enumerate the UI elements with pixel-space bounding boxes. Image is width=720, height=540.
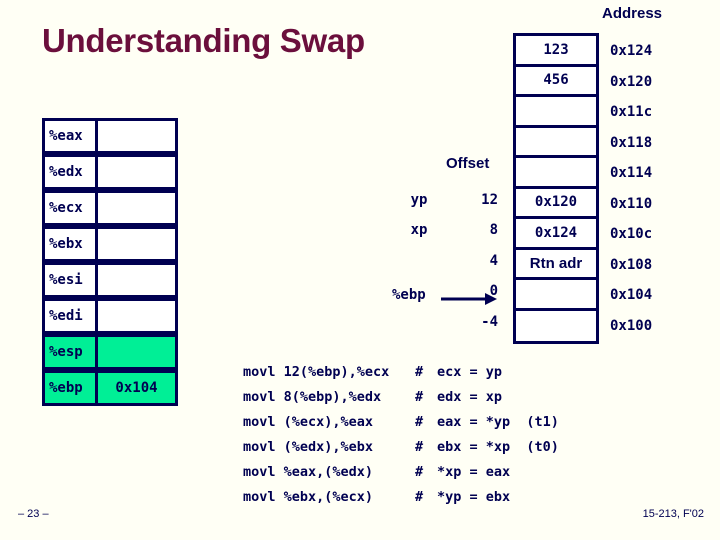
- memory-cell: [516, 158, 596, 189]
- ebp-arrow-icon: [441, 293, 497, 305]
- memory-address-label: 0x120: [610, 73, 653, 90]
- memory-address-label: 0x10c: [610, 226, 653, 243]
- register-name: %ebp: [42, 370, 98, 406]
- register-value: [95, 190, 178, 226]
- page-title: Understanding Swap: [42, 22, 365, 59]
- memory-cell: 0x124: [516, 219, 596, 250]
- code-comment-marker: #: [415, 389, 424, 405]
- register-value: [95, 298, 178, 334]
- register-row: %esi: [42, 262, 181, 298]
- memory-offset-label: 0: [489, 283, 498, 300]
- register-name: %ebx: [42, 226, 98, 262]
- code-line: movl 12(%ebp),%ecx # ecx = yp: [243, 360, 559, 385]
- code-comment-marker: #: [415, 364, 424, 380]
- address-column-header: Address: [602, 5, 663, 22]
- register-row: %edi: [42, 298, 181, 334]
- code-comment-marker: #: [415, 489, 424, 505]
- memory-address-label: 0x100: [610, 317, 653, 334]
- memory-address-label: 0x110: [610, 195, 653, 212]
- memory-address-label: 0x124: [610, 43, 653, 60]
- memory-address-label: 0x114: [610, 165, 653, 182]
- register-name: %edx: [42, 154, 98, 190]
- code-line: movl %ebx,(%ecx) # *yp = ebx: [243, 485, 559, 510]
- memory-offset-label: 4: [489, 252, 498, 269]
- register-name: %edi: [42, 298, 98, 334]
- register-row: %edx: [42, 154, 181, 190]
- code-comment: eax = *yp (t1): [437, 414, 559, 430]
- code-comment: edx = xp: [437, 389, 503, 405]
- memory-cell: [516, 97, 596, 128]
- memory-offset-label: -4: [481, 313, 498, 330]
- register-row: %ecx: [42, 190, 181, 226]
- code-line: movl %eax,(%edx) # *xp = eax: [243, 460, 559, 485]
- code-line: movl (%ecx),%eax # eax = *yp (t1): [243, 410, 559, 435]
- code-line: movl 8(%ebp),%edx # edx = xp: [243, 385, 559, 410]
- memory-address-label: 0x108: [610, 256, 653, 273]
- offset-column-header: Offset: [446, 155, 490, 172]
- code-instruction: movl (%ecx),%eax: [243, 414, 374, 430]
- register-value: [95, 154, 178, 190]
- register-name: %esi: [42, 262, 98, 298]
- ebp-pointer-label: %ebp: [392, 287, 426, 303]
- code-instruction: movl 8(%ebp),%edx: [243, 389, 382, 405]
- assembly-code-listing: movl 12(%ebp),%ecx # ecx = yp movl 8(%ebp),…: [243, 360, 559, 510]
- code-comment-marker: #: [415, 464, 424, 480]
- code-instruction: movl 12(%ebp),%ecx: [243, 364, 390, 380]
- code-comment: ebx = *xp (t0): [437, 439, 559, 455]
- memory-address-label: 0x118: [610, 134, 653, 151]
- course-tag: 15-213, F'02: [642, 508, 704, 520]
- register-name: %esp: [42, 334, 98, 370]
- code-instruction: movl (%edx),%ebx: [243, 439, 374, 455]
- memory-offset-label: 8: [489, 222, 498, 239]
- code-comment: *xp = eax: [437, 464, 511, 480]
- register-value: [95, 262, 178, 298]
- code-comment: *yp = ebx: [437, 489, 511, 505]
- register-value: [95, 334, 178, 370]
- memory-cell: 456: [516, 66, 596, 97]
- register-value: 0x104: [95, 370, 178, 406]
- register-name: %ecx: [42, 190, 98, 226]
- memory-offset-label: 12: [481, 191, 498, 208]
- register-value: [95, 118, 178, 154]
- code-instruction: movl %eax,(%edx): [243, 464, 374, 480]
- memory-cell: Rtn adr: [516, 249, 596, 280]
- register-row: %eax: [42, 118, 181, 154]
- memory-cell: [516, 280, 596, 311]
- register-row: %esp: [42, 334, 181, 370]
- code-comment: ecx = yp: [437, 364, 503, 380]
- code-comment-marker: #: [415, 439, 424, 455]
- memory-cell: 123: [516, 36, 596, 67]
- memory-variable-label: yp: [410, 191, 428, 208]
- memory-variable-label: xp: [410, 222, 428, 239]
- memory-cell: [516, 127, 596, 158]
- register-row: %ebx: [42, 226, 181, 262]
- memory-address-label: 0x11c: [610, 104, 653, 121]
- page-number: – 23 –: [18, 508, 49, 520]
- register-name: %eax: [42, 118, 98, 154]
- code-line: movl (%edx),%ebx # ebx = *xp (t0): [243, 435, 559, 460]
- memory-cell: [516, 310, 596, 341]
- code-instruction: movl %ebx,(%ecx): [243, 489, 374, 505]
- memory-cell: 0x120: [516, 188, 596, 219]
- memory-address-label: 0x104: [610, 287, 653, 304]
- code-comment-marker: #: [415, 414, 424, 430]
- register-value: [95, 226, 178, 262]
